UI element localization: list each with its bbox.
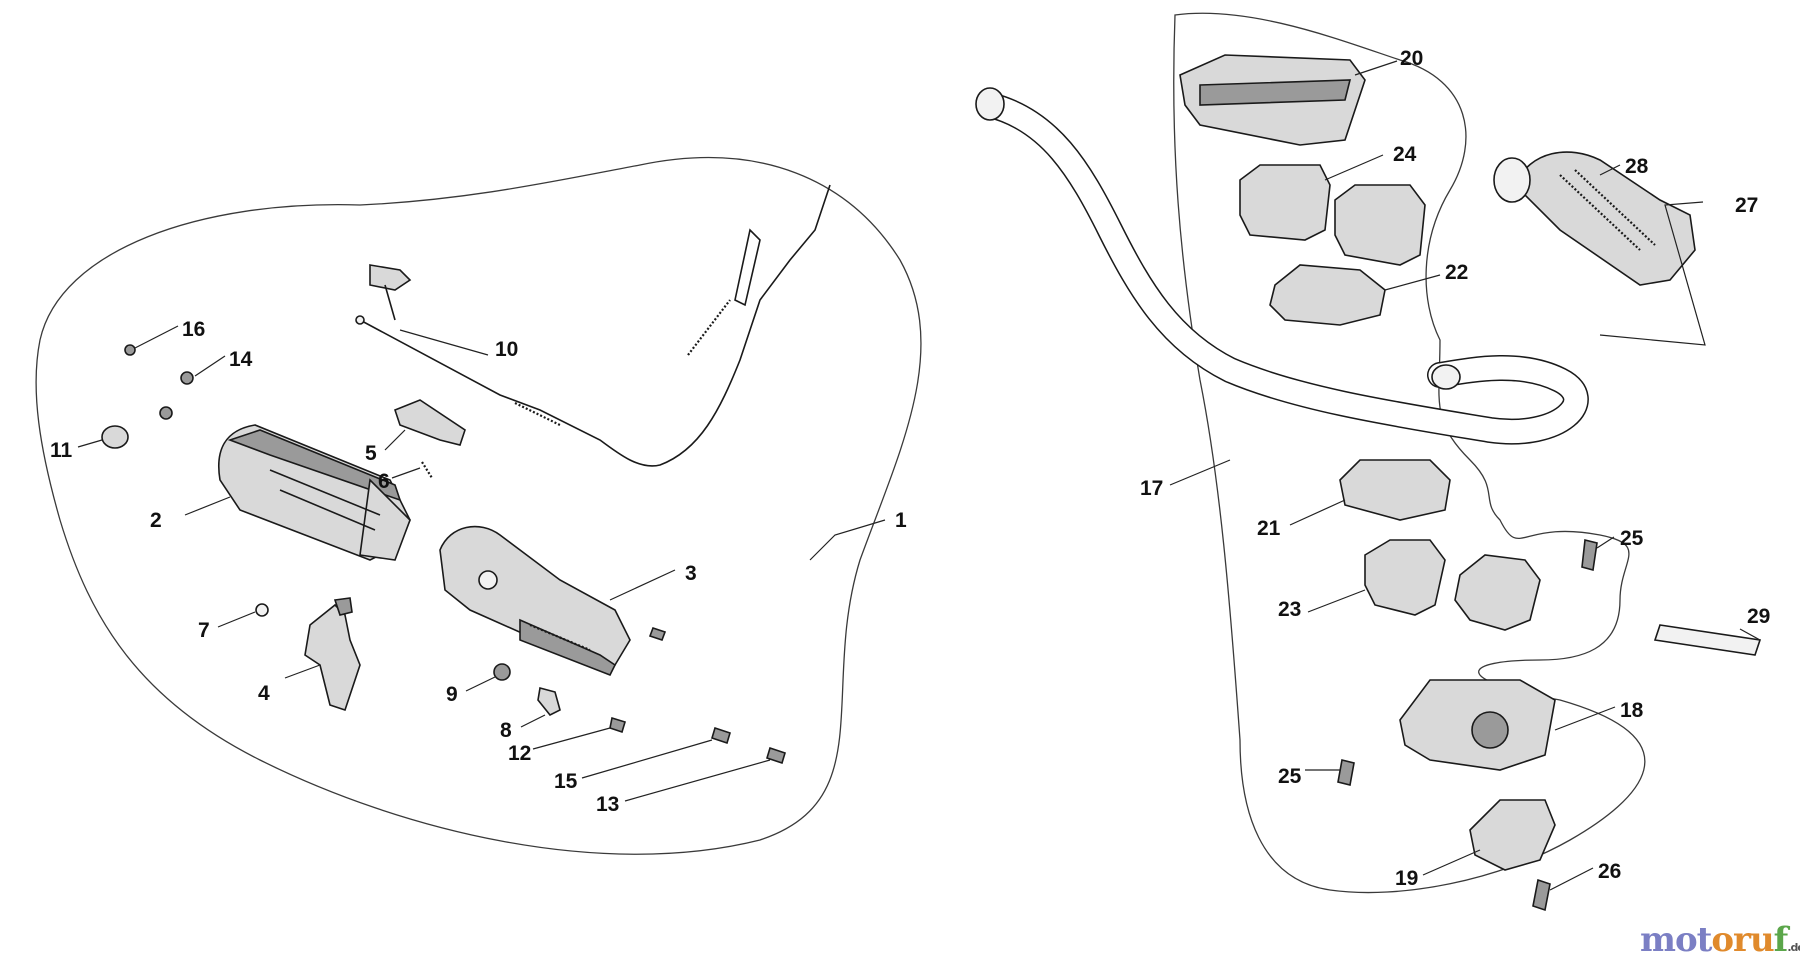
screw-25b bbox=[1337, 759, 1355, 786]
screw-12 bbox=[609, 716, 626, 734]
watermark-part-3: f bbox=[1773, 920, 1789, 960]
nut-16 bbox=[124, 344, 136, 356]
callout-8: 8 bbox=[500, 719, 512, 742]
screw-3 bbox=[648, 626, 667, 642]
clamp-bracket-22 bbox=[1269, 264, 1386, 326]
grip-28 bbox=[1493, 151, 1696, 286]
end-cap bbox=[101, 425, 129, 449]
callout-labels: 1 2 3 4 5 6 7 8 9 10 11 12 13 14 15 16 1… bbox=[50, 47, 1770, 890]
callout-2: 2 bbox=[150, 509, 162, 532]
callout-23: 23 bbox=[1278, 598, 1301, 621]
callout-1: 1 bbox=[895, 509, 907, 532]
clamp-insert-24a bbox=[1239, 164, 1331, 241]
clamp-insert-23b bbox=[1454, 554, 1541, 631]
handle-housing-right bbox=[439, 525, 631, 677]
callout-3: 3 bbox=[685, 562, 697, 585]
handlebar-tube bbox=[975, 87, 1589, 445]
clamp-cover-20 bbox=[1179, 54, 1366, 146]
callout-27: 27 bbox=[1735, 194, 1758, 217]
handle-housing-left bbox=[218, 424, 411, 561]
left-group-outline bbox=[35, 157, 922, 855]
screw-26 bbox=[1532, 878, 1551, 912]
callout-25a: 25 bbox=[1620, 527, 1644, 550]
callout-13: 13 bbox=[596, 793, 619, 816]
watermark-part-1: mot bbox=[1640, 920, 1712, 960]
callout-25b: 25 bbox=[1278, 765, 1302, 788]
callout-28: 28 bbox=[1625, 155, 1649, 178]
callout-22: 22 bbox=[1445, 261, 1468, 284]
clamp-saddle-19 bbox=[1469, 799, 1556, 871]
callout-14: 14 bbox=[229, 348, 253, 371]
callout-19: 19 bbox=[1395, 867, 1418, 890]
callout-20: 20 bbox=[1400, 47, 1423, 70]
throttle-trigger bbox=[394, 399, 466, 446]
callout-7: 7 bbox=[198, 619, 210, 642]
callout-15: 15 bbox=[554, 770, 578, 793]
site-watermark: motoruf.de bbox=[1640, 920, 1800, 960]
lower-housing-18 bbox=[1399, 679, 1556, 771]
callout-18: 18 bbox=[1620, 699, 1644, 722]
callout-21: 21 bbox=[1257, 517, 1281, 540]
retaining-ring bbox=[255, 603, 269, 617]
callout-24: 24 bbox=[1393, 143, 1417, 166]
nut-14 bbox=[180, 371, 194, 385]
screw-13 bbox=[766, 746, 786, 765]
label-29 bbox=[1653, 624, 1762, 656]
watermark-domain: .de bbox=[1787, 941, 1800, 954]
trigger-spring bbox=[421, 461, 433, 479]
callout-6: 6 bbox=[378, 470, 390, 493]
callout-11: 11 bbox=[50, 439, 73, 462]
screw-15 bbox=[711, 726, 731, 745]
nut-extra bbox=[159, 406, 173, 420]
right-group-outline bbox=[1173, 12, 1646, 894]
throttle-cable bbox=[355, 184, 831, 467]
callout-9: 9 bbox=[446, 683, 458, 706]
callout-12: 12 bbox=[508, 742, 531, 765]
callout-4: 4 bbox=[258, 682, 270, 705]
clamp-insert-23a bbox=[1364, 539, 1446, 616]
leader-lines bbox=[77, 60, 1761, 891]
callout-17: 17 bbox=[1140, 477, 1163, 500]
callout-16: 16 bbox=[182, 318, 205, 341]
callout-5: 5 bbox=[365, 442, 377, 465]
switch-connector bbox=[369, 264, 412, 321]
safety-lever bbox=[304, 597, 361, 712]
callout-10: 10 bbox=[495, 338, 518, 361]
watermark-part-2: oru bbox=[1711, 920, 1774, 960]
screw-25a bbox=[1581, 539, 1598, 572]
nut-9 bbox=[493, 663, 511, 681]
pin-8 bbox=[537, 687, 561, 717]
clamp-insert-24b bbox=[1334, 184, 1426, 266]
clamp-bracket-21 bbox=[1339, 459, 1451, 521]
callout-26: 26 bbox=[1598, 860, 1621, 883]
callout-29: 29 bbox=[1747, 605, 1770, 628]
